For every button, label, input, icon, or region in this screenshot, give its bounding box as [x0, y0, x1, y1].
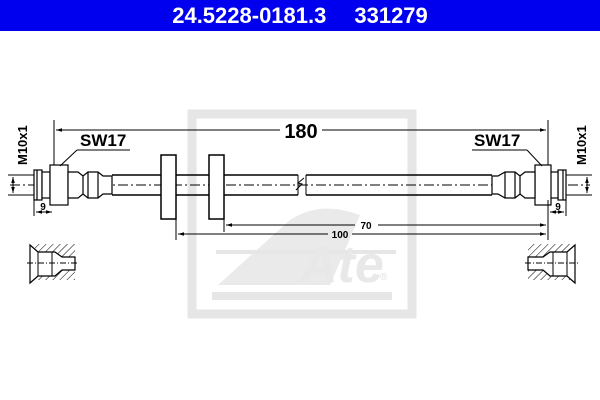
- overall-length-dimension: 180: [53, 120, 549, 165]
- right-thread-dimension: M10x1: [566, 125, 592, 196]
- svg-text:9: 9: [40, 202, 46, 213]
- right-port-section: [525, 243, 578, 285]
- svg-text:9: 9: [555, 202, 561, 213]
- bracket-2: [208, 154, 225, 220]
- bracket-1: [160, 154, 177, 220]
- svg-text:SW17: SW17: [80, 131, 126, 150]
- svg-text:70: 70: [360, 221, 372, 232]
- overall-length-label: 180: [284, 121, 317, 143]
- left-thread-dimension: M10x1: [8, 125, 34, 196]
- svg-text:M10x1: M10x1: [574, 125, 589, 165]
- title-bar: 24.5228-0181.3 331279: [0, 0, 600, 31]
- reference-number: 331279: [354, 2, 428, 28]
- left-fitting: [33, 164, 113, 206]
- left-wrench-label: SW17: [59, 131, 130, 167]
- left-port-section: [27, 243, 78, 285]
- part-number: 24.5228-0181.3: [172, 2, 327, 28]
- right-wrench-label: SW17: [472, 131, 543, 167]
- bracket-dimensions: 70 100: [175, 200, 549, 241]
- hose-body: [112, 174, 492, 196]
- svg-text:SW17: SW17: [474, 131, 520, 150]
- ate-watermark-logo: Ate ®: [187, 109, 417, 319]
- right-fitting-length-dimension: 9: [550, 200, 567, 216]
- svg-text:100: 100: [332, 230, 349, 241]
- right-fitting: [491, 164, 567, 206]
- watermark-text: Ate: [298, 236, 384, 294]
- left-fitting-length-dimension: 9: [33, 200, 52, 216]
- svg-text:®: ®: [380, 272, 388, 283]
- svg-text:M10x1: M10x1: [15, 125, 30, 165]
